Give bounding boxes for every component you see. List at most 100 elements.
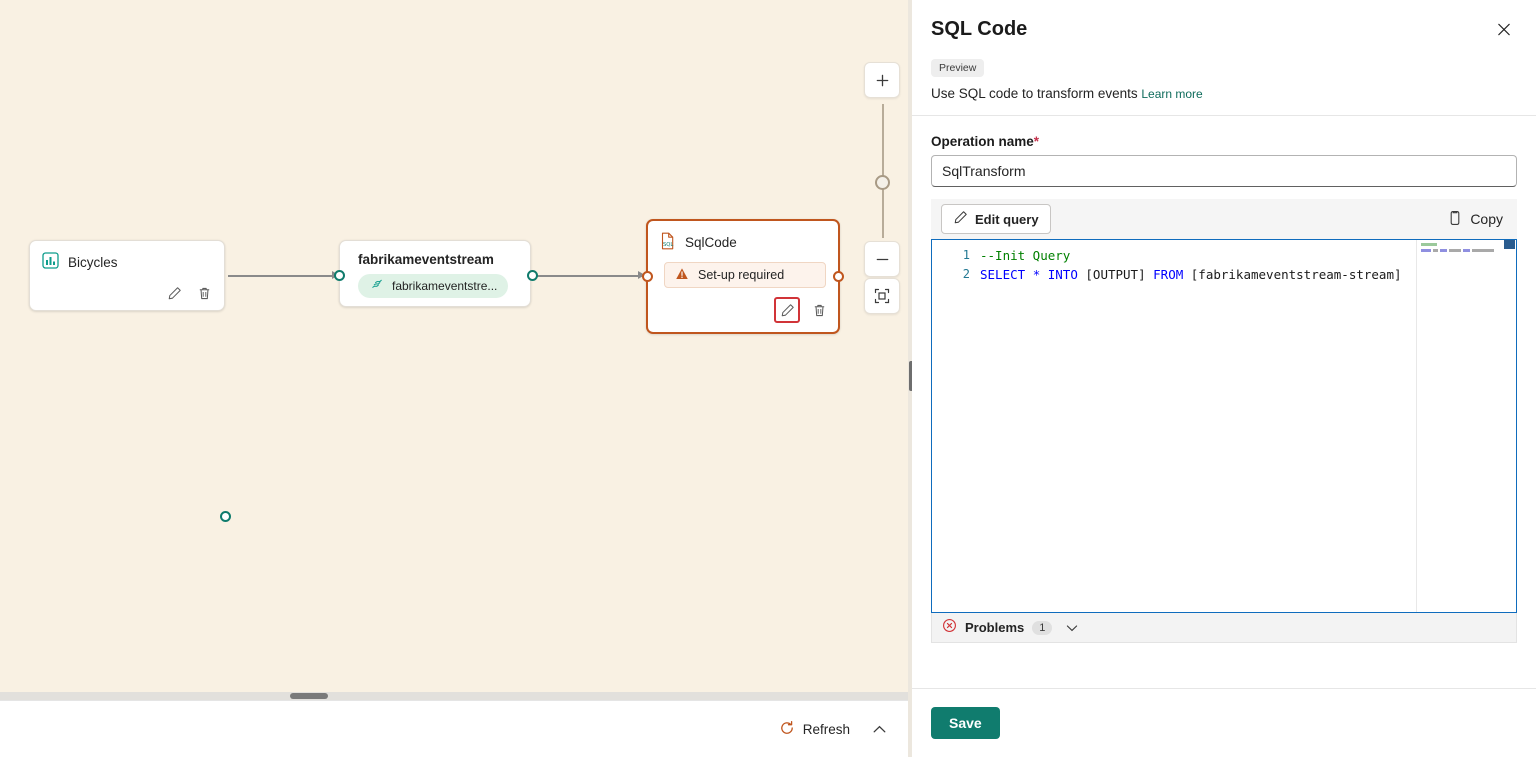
node-sqlcode-actions (774, 297, 830, 323)
trash-icon[interactable] (808, 299, 830, 321)
node-sqlcode-header: SQL SqlCode (648, 221, 838, 253)
svg-text:SQL: SQL (663, 242, 673, 248)
operation-name-input[interactable] (931, 155, 1517, 187)
refresh-button[interactable]: Refresh (779, 720, 850, 739)
edge-stream-to-sqlcode (536, 275, 644, 277)
canvas-node-fabrikameventstream[interactable]: fabrikameventstream fabrikameventstre... (334, 240, 538, 307)
refresh-icon (779, 720, 795, 739)
page-title: SQL Code (931, 17, 1028, 40)
canvas-node-bicycles[interactable]: Bicycles (29, 240, 231, 522)
panel-subheader: Preview Use SQL code to transform events… (912, 58, 1536, 115)
canvas-surface[interactable]: Bicycles (0, 0, 912, 757)
problems-label: Problems (965, 620, 1025, 635)
sql-code-panel: SQL Code Preview Use SQL code to transfo… (912, 0, 1536, 757)
code-text[interactable]: SELECT * INTO [OUTPUT] FROM [fabrikameve… (980, 265, 1402, 284)
code-token (1040, 267, 1048, 282)
edit-query-label: Edit query (975, 211, 1039, 227)
node-stream-output-port[interactable] (527, 270, 538, 281)
required-mark: * (1033, 134, 1040, 149)
node-bicycles-actions (163, 282, 215, 304)
operation-name-label: Operation name* (931, 134, 1517, 149)
eventstream-canvas[interactable]: Bicycles (0, 0, 912, 757)
copy-button[interactable]: Copy (1443, 210, 1507, 229)
canvas-zoom-controls (864, 62, 900, 314)
zoom-in-button[interactable] (864, 62, 900, 98)
editor-minimap[interactable] (1416, 240, 1502, 612)
panel-footer: Save (912, 688, 1536, 757)
bar-chart-icon (42, 252, 59, 272)
panel-description: Use SQL code to transform events Learn m… (931, 86, 1517, 101)
code-token: --Init Query (980, 248, 1071, 263)
panel-header: SQL Code (912, 0, 1536, 58)
error-circle-icon (942, 618, 957, 638)
chevron-down-icon[interactable] (1064, 620, 1080, 636)
canvas-horizontal-scrollbar[interactable] (0, 692, 912, 700)
warning-icon (675, 267, 689, 284)
node-sqlcode-status-label: Set-up required (698, 268, 785, 282)
node-sqlcode-status-badge: Set-up required (664, 262, 826, 288)
code-text[interactable]: --Init Query (980, 246, 1070, 265)
code-token (1146, 267, 1154, 282)
code-line: 1 --Init Query (932, 246, 1516, 265)
problems-count-badge: 1 (1032, 620, 1053, 635)
node-bicycles-header: Bicycles (30, 241, 224, 272)
node-stream-input-port[interactable] (334, 270, 345, 281)
node-stream-title: fabrikameventstream (358, 252, 494, 267)
editor-vertical-scrollbar[interactable] (1503, 240, 1516, 612)
chevron-up-icon[interactable] (868, 718, 890, 740)
zoom-out-button[interactable] (864, 241, 900, 277)
code-token: [fabrikameventstream-stream] (1190, 267, 1402, 282)
code-token: SELECT (980, 267, 1026, 282)
line-number: 1 (962, 248, 970, 262)
stream-icon (370, 277, 385, 295)
node-sqlcode-output-port[interactable] (833, 271, 844, 282)
edge-bicycles-to-stream (228, 275, 338, 277)
node-stream-pill[interactable]: fabrikameventstre... (358, 274, 508, 298)
code-token: INTO (1047, 267, 1078, 282)
problems-bar[interactable]: Problems 1 (931, 613, 1517, 643)
panel-description-text: Use SQL code to transform events (931, 86, 1138, 101)
code-token (1025, 267, 1033, 282)
code-token: FROM (1153, 267, 1184, 282)
node-bicycles-title: Bicycles (68, 254, 118, 270)
zoom-slider-handle[interactable] (875, 175, 890, 190)
panel-resize-handle[interactable] (909, 361, 914, 391)
refresh-label: Refresh (802, 721, 850, 737)
node-stream-pill-label: fabrikameventstre... (392, 279, 498, 293)
code-token (1183, 267, 1191, 282)
code-token: [OUTPUT] (1085, 267, 1146, 282)
copy-label: Copy (1470, 211, 1503, 227)
editor-toolbar: Edit query Copy (931, 199, 1517, 239)
canvas-scrollbar-thumb[interactable] (290, 693, 328, 699)
zoom-slider-track[interactable] (881, 104, 884, 238)
trash-icon[interactable] (193, 282, 215, 304)
status-badge: Preview (931, 59, 985, 77)
canvas-node-sqlcode[interactable]: SQL SqlCode Set-up required (641, 219, 844, 334)
minimap-line (1421, 249, 1498, 252)
operation-name-label-text: Operation name (931, 134, 1034, 149)
canvas-bottom-bar: Refresh (0, 700, 912, 757)
node-sqlcode-title: SqlCode (685, 235, 737, 250)
node-bicycles-output-port[interactable] (220, 511, 231, 522)
fit-screen-icon[interactable] (864, 278, 900, 314)
node-sqlcode-input-port[interactable] (641, 271, 653, 282)
close-icon[interactable] (1490, 15, 1518, 43)
code-token: * (1032, 267, 1041, 282)
pencil-icon[interactable] (163, 282, 185, 304)
panel-divider (912, 115, 1536, 116)
sql-file-icon: SQL (659, 232, 676, 253)
pencil-icon (953, 210, 968, 228)
learn-more-link[interactable]: Learn more (1141, 87, 1203, 101)
panel-body: Operation name* Edit query (912, 116, 1536, 643)
edit-query-button[interactable]: Edit query (941, 204, 1051, 234)
copy-icon (1447, 210, 1463, 229)
editor-scrollbar-thumb[interactable] (1504, 240, 1515, 249)
pencil-icon[interactable] (774, 297, 800, 323)
save-button[interactable]: Save (931, 707, 1000, 739)
minimap-line (1421, 243, 1498, 246)
